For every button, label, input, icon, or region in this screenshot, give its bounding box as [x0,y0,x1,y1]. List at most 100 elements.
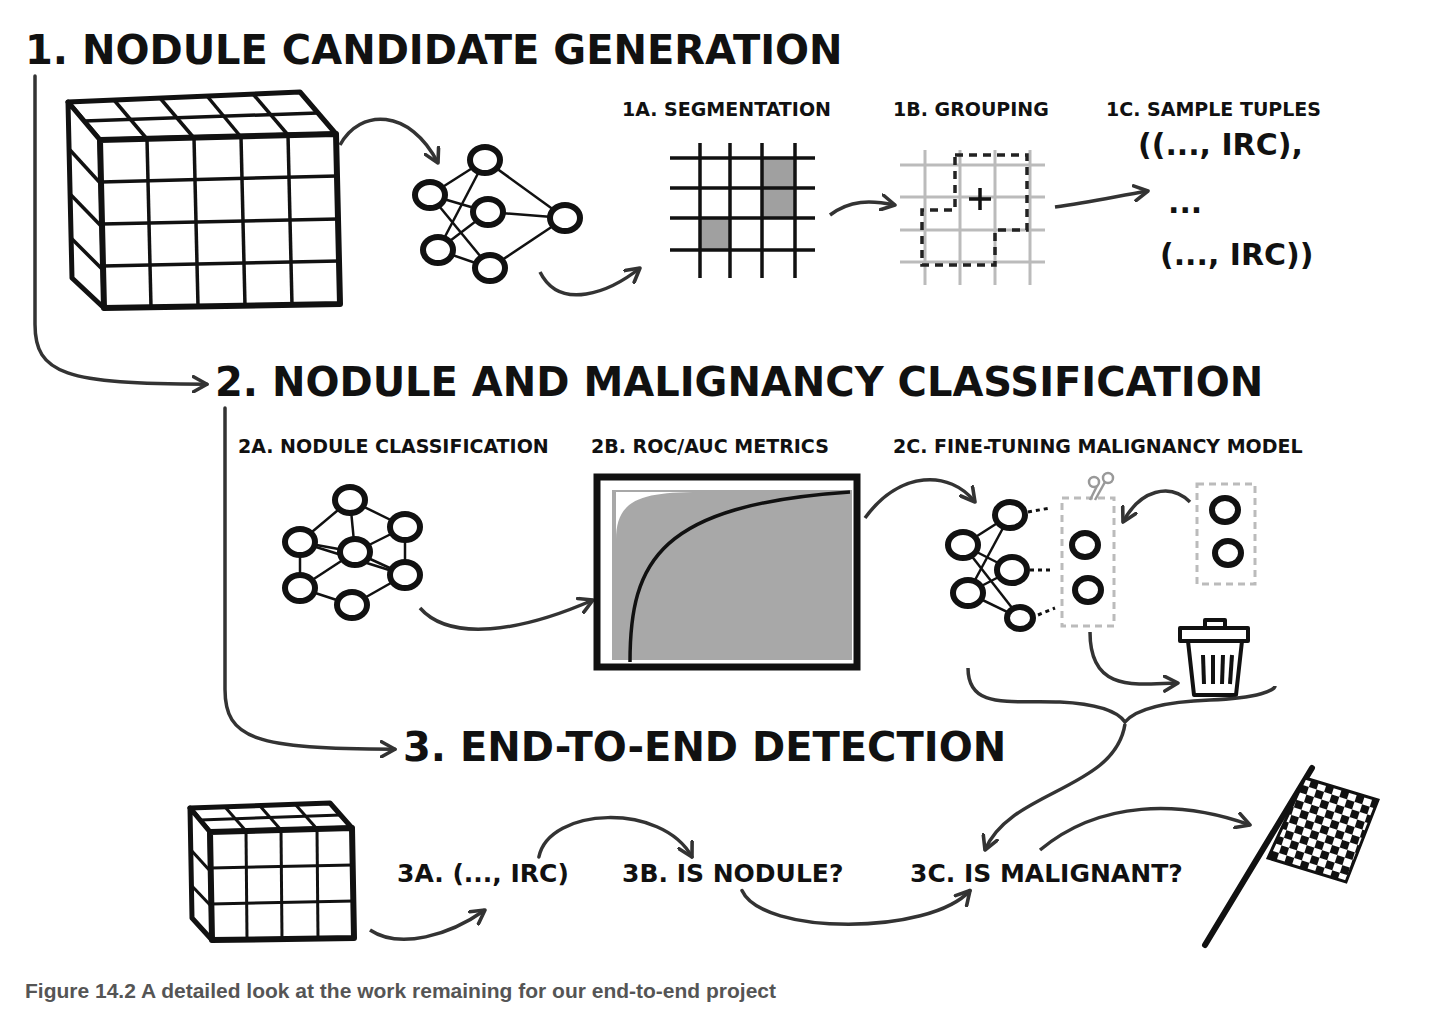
neural-network-icon-part-part [285,529,315,555]
flow-arrow [830,202,895,215]
neural-network-icon-part-part [470,147,500,173]
neural-network-icon-part-part [550,205,580,231]
flow-arrow [540,268,640,295]
tuple-text: ((..., IRC), [1138,128,1303,161]
segmentation-grid-part-part [670,156,815,160]
flow-arrow [1090,632,1178,684]
fine-tuning-network-icon-part-part [1103,473,1113,483]
roc-chart-icon-part [612,490,852,660]
fine-tuning-network-icon-part-part [997,557,1027,583]
flow-connector [742,891,970,925]
roc-chart-icon-part [616,492,700,660]
trash-can-icon-part [1222,655,1223,684]
flow-arrow [340,119,438,163]
grouping-grid-part [969,197,991,201]
node-text: 1. NODULE CANDIDATE GENERATION [25,28,843,72]
roc-chart-icon-part [597,477,857,667]
node-text: 3C. IS MALIGNANT? [910,860,1183,888]
grouping-grid-part [900,150,1045,285]
node-text: 3A. (..., IRC) [397,860,569,888]
step-label: 3B. IS NODULE? [622,860,843,888]
figure-caption: Figure 14.2 A detailed look at the work … [25,979,776,1002]
ct-volume-cube-part-part [200,815,341,820]
node-text: 3. END-TO-END DETECTION [403,725,1006,769]
flow-connector [539,818,692,857]
grouping-grid-part-part [959,150,962,285]
step-heading: 2C. FINE-TUNING MALIGNANCY MODEL [893,436,1303,457]
grouping-grid-part-part [900,164,1045,167]
neural-network-icon-part [415,147,580,281]
neural-network-icon-part-part [473,199,503,225]
neural-network-icon-part-part [335,487,365,513]
trash-can-icon [1180,620,1248,695]
neural-network-icon-part-part [337,592,367,618]
segmentation-grid-part-part [760,143,764,278]
neural-network-icon-part-part [475,255,505,281]
ct-volume-cube-part-part [211,901,354,904]
segmentation-grid-part-part [670,216,815,220]
curly-brace [968,668,1275,722]
neural-network-icon-part-part [340,539,370,565]
section-heading: 2. NODULE AND MALIGNANCY CLASSIFICATION [215,360,1263,404]
section-heading: 1. NODULE CANDIDATE GENERATION [25,28,843,72]
ct-volume-cube-part-part [101,176,337,182]
step-heading: 1B. GROUPING [893,99,1049,120]
roc-chart-icon [597,477,857,667]
fine-tuning-network-icon-part-part [1095,482,1105,500]
step-heading: 1C. SAMPLE TUPLES [1106,99,1321,120]
grouping-grid [900,150,1045,285]
neural-network-icon [285,487,420,618]
neural-network-icon-part [285,487,420,618]
section-heading: 3. END-TO-END DETECTION [403,725,1006,769]
tuple-text: ... [1168,186,1202,219]
fine-tuning-network-icon-part [1028,508,1055,615]
ct-volume-cube-part-part [191,885,211,906]
ct-volume-cube [68,92,340,308]
neural-network-icon-part-part [390,562,420,588]
segmentation-grid-part-part [698,143,702,278]
grouping-grid-part-part [900,261,1045,264]
flow-arrow [865,480,975,518]
neural-network-icon-part-part [390,514,420,540]
segmentation-grid-part-part [793,143,797,278]
tuple-text: (..., IRC)) [1160,238,1313,271]
flow-arrow [420,600,593,629]
segmentation-grid-part-part [670,248,815,252]
neural-network-icon [415,147,580,281]
ct-volume-cube-part [100,134,340,308]
step-label: 3A. (..., IRC) [397,860,569,888]
ct-volume-cube-part-part [103,261,339,266]
flow-connector [35,76,207,384]
fine-tuning-network-icon [948,473,1255,629]
flow-arrow [1055,191,1148,207]
fine-tuning-network-icon-part-part [1075,578,1101,602]
grouping-grid-part-part [900,196,1045,199]
segmentation-grid-part [700,218,730,250]
neural-network-icon-part-part [415,182,445,208]
fine-tuning-network-icon-part-part [948,532,978,558]
segmentation-grid-part-part [670,186,815,190]
segmentation-grid-part-part [728,143,732,278]
fine-tuning-network-icon-part [1197,484,1255,584]
finish-flag-icon-part [1268,778,1378,882]
grouping-grid-part [922,155,1027,265]
flow-connector [225,408,395,749]
fine-tuning-network-icon-part-part [1089,477,1099,487]
roc-chart-icon-part [630,492,850,662]
fine-tuning-network-icon-part [948,502,1033,629]
ct-volume-cube-part-part [246,831,247,939]
trash-can-icon-part [1188,641,1242,695]
ct-volume-cube-part [70,94,339,307]
flow-arrow [1040,809,1250,850]
ct-volume-cube [190,803,354,940]
ct-volume-cube-part-part [317,829,318,938]
grouping-grid-part-part [1029,150,1032,285]
ct-volume-cube-part-part [84,113,318,121]
fine-tuning-network-icon-part [1062,498,1114,626]
fine-tuning-network-icon-part [1212,498,1241,565]
ct-volume-cube-part [191,804,354,939]
trash-can-icon-part [1211,655,1215,684]
ct-volume-cube-part-part [70,150,102,185]
flow-arrow [1123,491,1190,522]
ct-volume-cube-part [210,828,354,940]
